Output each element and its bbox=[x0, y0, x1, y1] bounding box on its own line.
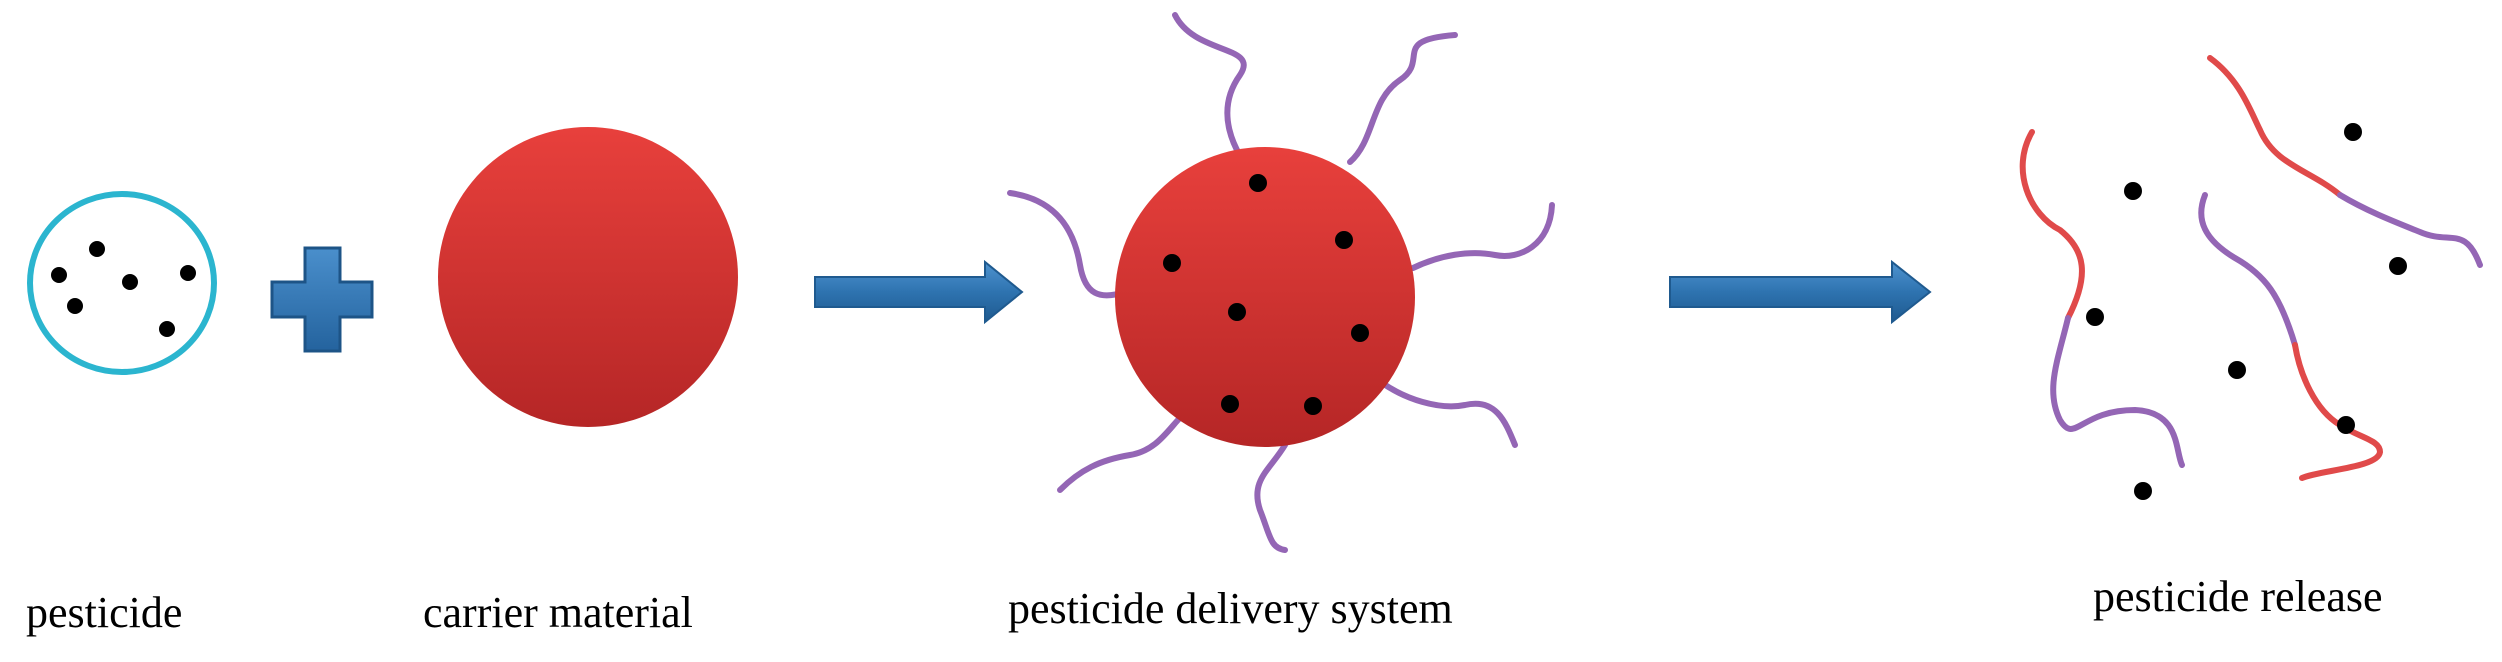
pesticide-particles bbox=[51, 241, 196, 337]
right-arrow-icon bbox=[1669, 259, 1932, 325]
loaded-pesticide-particles bbox=[1163, 174, 1369, 415]
label-delivery-system: pesticide delivery system bbox=[1008, 584, 1453, 633]
released-pesticide-particles bbox=[2086, 123, 2407, 500]
label-pesticide-release: pesticide release bbox=[2093, 572, 2383, 621]
polymer-chains bbox=[1007, 12, 1555, 553]
pesticide-release bbox=[2019, 55, 2483, 500]
plus-icon bbox=[270, 246, 374, 353]
delivery-system bbox=[1007, 12, 1555, 553]
label-pesticide: pesticide bbox=[26, 588, 182, 637]
released-polymer-chains bbox=[2019, 55, 2483, 481]
right-arrow-icon bbox=[814, 259, 1024, 325]
label-carrier-material: carrier material bbox=[423, 588, 693, 637]
carrier-material-sphere bbox=[438, 127, 738, 427]
delivery-sphere bbox=[1115, 147, 1415, 447]
pesticide-capsule bbox=[27, 191, 217, 375]
